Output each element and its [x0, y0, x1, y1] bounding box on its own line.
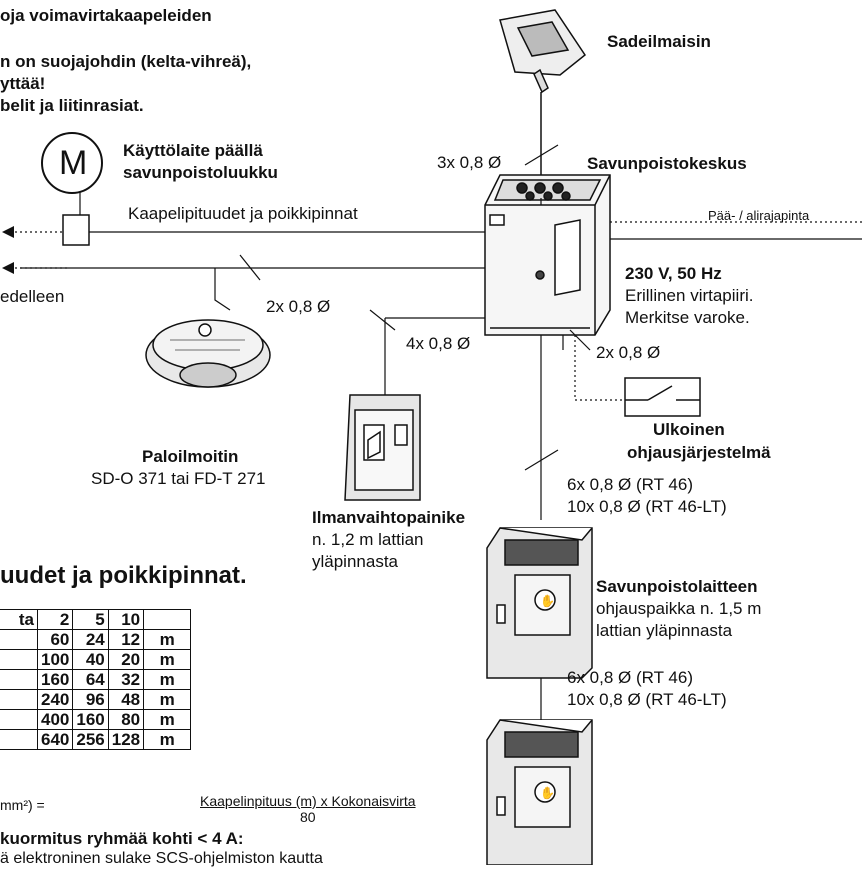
formula-left: mm²) = — [0, 797, 45, 813]
power-line-1: 230 V, 50 Hz — [625, 264, 722, 283]
table-cell: m — [143, 629, 192, 650]
power-line-2: Erillinen virtapiiri. — [625, 286, 754, 305]
wire-label-10x-b: 10x 0,8 Ø (RT 46-LT) — [567, 690, 727, 709]
table-cell: m — [143, 649, 192, 670]
rain-sensor-label: Sadeilmaisin — [607, 32, 711, 51]
table-cell: 48 — [107, 689, 145, 710]
table-row: 160 64 32 m — [0, 669, 192, 690]
footer-line-1: kuormitus ryhmää kohti < 4 A: — [0, 829, 244, 848]
motor-symbol: M — [59, 144, 88, 182]
table-cell — [0, 709, 38, 730]
warning-line-3: yttää! — [0, 74, 46, 93]
power-line-3: Merkitse varoke. — [625, 308, 750, 327]
motor-label-1: Käyttölaite päällä — [123, 141, 263, 160]
table-row: 240 96 48 m — [0, 689, 192, 710]
wire-label-6x-a: 6x 0,8 Ø (RT 46) — [567, 475, 693, 494]
formula-fraction: Kaapelinpituus (m) x Kokonaisvirta 80 — [200, 793, 416, 825]
table-cell: 256 — [72, 729, 109, 750]
table-cell: m — [143, 689, 192, 710]
motor-icon — [41, 132, 103, 246]
table-row: 60 24 12 m — [0, 629, 192, 650]
table-cell: m — [143, 729, 192, 750]
smoke-detector-icon — [145, 319, 271, 388]
table-row: 100 40 20 m — [0, 649, 192, 670]
table-header-cell: 10 — [107, 609, 145, 630]
table-cell: 80 — [107, 709, 145, 730]
warning-line-2: n on suojajohdin (kelta-vihreä), — [0, 52, 252, 71]
formula-denominator: 80 — [299, 809, 316, 825]
table-cell: 100 — [36, 649, 74, 670]
table-cell: 640 — [36, 729, 74, 750]
switch-icon — [624, 377, 701, 417]
control-point-icon-1: ✋ — [486, 527, 593, 679]
control-center-icon — [484, 174, 611, 336]
svg-text:✋: ✋ — [540, 594, 555, 608]
table-cell: 32 — [107, 669, 145, 690]
table-header-row: ta 2 5 10 — [0, 609, 192, 630]
table-cell: 96 — [72, 689, 109, 710]
table-cell: m — [143, 709, 192, 730]
wire-label-6x-b: 6x 0,8 Ø (RT 46) — [567, 668, 693, 687]
wire-label-4x: 4x 0,8 Ø — [406, 334, 471, 353]
control-point-label-2: ohjauspaikka n. 1,5 m — [596, 599, 762, 618]
wire-label-3x: 3x 0,8 Ø — [437, 153, 502, 172]
rain-sensor-icon — [499, 9, 587, 198]
wire-label-2x-b: 2x 0,8 Ø — [596, 343, 661, 362]
control-point-label-1: Savunpoistolaitteen — [596, 577, 758, 596]
footer-line-2: ä elektroninen sulake SCS-ohjelmiston ka… — [0, 850, 323, 867]
wire-label-10x-a: 10x 0,8 Ø (RT 46-LT) — [567, 497, 727, 516]
table-row: 640 256 128 m — [0, 729, 192, 750]
wire-label-2x-a: 2x 0,8 Ø — [266, 297, 331, 316]
table-cell: 64 — [72, 669, 109, 690]
table-cell: 400 — [36, 709, 74, 730]
vent-button-label-1: Ilmanvaihtopainike — [312, 508, 466, 527]
table-cell — [0, 669, 38, 690]
table-cell: 12 — [107, 629, 145, 650]
edelleen-label: edelleen — [0, 287, 65, 306]
table-header-cell — [143, 609, 192, 630]
table-cell: 60 — [36, 629, 74, 650]
vent-button-label-3: yläpinnasta — [312, 552, 399, 571]
table-heading: uudet ja poikkipinnat. — [0, 562, 247, 589]
external-label-1: Ulkoinen — [653, 420, 725, 439]
external-label-2: ohjausjärjestelmä — [627, 443, 771, 462]
table-header-cell: ta — [0, 609, 38, 630]
table-cell: 24 — [72, 629, 109, 650]
table-row: 400 160 80 m — [0, 709, 192, 730]
svg-text:✋: ✋ — [540, 786, 555, 800]
table-cell: 20 — [107, 649, 145, 670]
control-center-label: Savunpoistokeskus — [587, 154, 747, 173]
control-point-icon-2: ✋ — [486, 719, 593, 865]
table-cell: m — [143, 669, 192, 690]
table-cell: 240 — [36, 689, 74, 710]
warning-line-1: oja voimavirtakaapeleiden — [0, 6, 212, 25]
motor-label-2: savunpoistoluukku — [123, 163, 278, 182]
surface-label: Pää- / alirajapinta — [708, 208, 810, 223]
table-cell — [0, 689, 38, 710]
table-cell: 160 — [36, 669, 74, 690]
formula-numerator: Kaapelinpituus (m) x Kokonaisvirta — [200, 793, 416, 809]
cable-note: Kaapelipituudet ja poikkipinnat — [128, 204, 358, 223]
table-cell: 40 — [72, 649, 109, 670]
table-cell: 128 — [107, 729, 145, 750]
table-header-cell: 2 — [36, 609, 74, 630]
table-cell: 160 — [72, 709, 109, 730]
control-point-label-3: lattian yläpinnasta — [596, 621, 733, 640]
ventilation-button-icon — [344, 394, 421, 501]
detector-label-1: Paloilmoitin — [142, 447, 239, 466]
warning-line-4: belit ja liitinrasiat. — [0, 96, 144, 115]
table-cell — [0, 729, 38, 750]
cable-table: ta 2 5 10 60 24 12 m 100 40 20 m 160 64 … — [0, 609, 192, 750]
detector-label-2: SD-O 371 tai FD-T 271 — [91, 469, 266, 488]
table-cell — [0, 649, 38, 670]
table-cell — [0, 629, 38, 650]
vent-button-label-2: n. 1,2 m lattian — [312, 530, 424, 549]
table-header-cell: 5 — [72, 609, 109, 630]
